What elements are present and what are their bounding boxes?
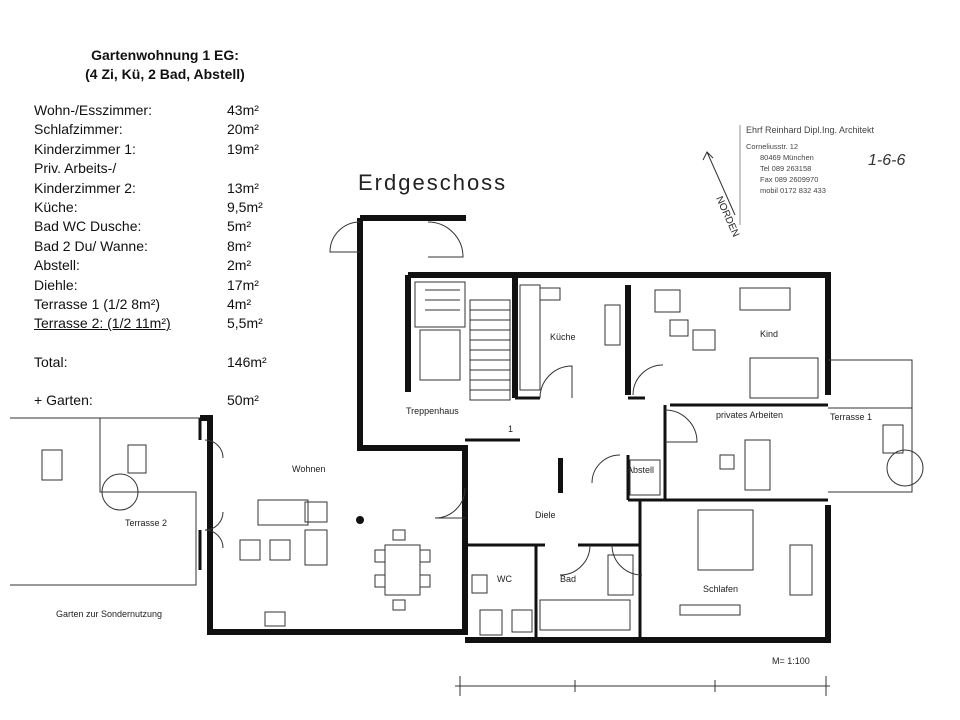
room-row: Terrasse 2: (1/2 11m²) 5,5m² [34, 314, 284, 333]
staircase [414, 281, 511, 401]
room-area: 43m² [227, 102, 259, 118]
label-garten: Garten zur Sondernutzung [56, 609, 162, 619]
room-area: 20m² [227, 121, 259, 138]
label-privates-arbeiten: privates Arbeiten [716, 410, 783, 420]
room-row: Bad 2 Du/ Wanne: 8m² [34, 237, 284, 256]
label-diele: Diele [535, 510, 556, 520]
garden-label: + Garten: [34, 392, 93, 409]
room-area: 4m² [227, 295, 252, 312]
room-name: Priv. Arbeits-/ [34, 160, 117, 177]
room-row: Schlafzimmer: 20m² [34, 120, 284, 139]
architect-stamp: Ehrf Reinhard Dipl.Ing. Architekt Cornel… [746, 125, 875, 195]
garden-value: 50m² [227, 392, 259, 409]
room-row: Priv. Arbeits-/ [34, 159, 284, 178]
label-schlafen: Schlafen [703, 584, 738, 594]
room-area: 2m² [227, 257, 252, 274]
room-name: Bad WC Dusche: [34, 218, 142, 235]
room-area-table: Wohn-/Esszimmer: 43m² Schlafzimmer: 20m² Kin… [34, 101, 284, 410]
furniture [41, 284, 924, 636]
room-area: 5m² [227, 218, 252, 235]
label-kueche: Küche [550, 332, 576, 342]
room-row: Wohn-/Esszimmer: 43m² [34, 101, 284, 120]
room-name: Bad 2 Du/ Wanne: [34, 237, 148, 254]
room-rows: Wohn-/Esszimmer: 43m² Schlafzimmer: 20m² Kin… [34, 101, 284, 334]
column-dot [356, 516, 364, 524]
architect-line-1: Corneliusstr. 12 [746, 142, 798, 151]
north-label: NORDEN [713, 195, 741, 239]
handwriting-date: 1-6-6 [868, 152, 905, 169]
room-row: Kinderzimmer 1: 19m² [34, 140, 284, 159]
dimension-line [455, 676, 830, 696]
plan-scale: M= 1:100 [772, 656, 810, 666]
label-bad: Bad [560, 574, 576, 584]
room-area: 17m² [227, 276, 259, 293]
label-treppenhaus: Treppenhaus [406, 406, 459, 416]
room-row: Kinderzimmer 2: 13m² [34, 179, 284, 198]
room-name: Terrasse 1 (1/2 8m²) [34, 295, 161, 312]
room-row: Küche: 9,5m² [34, 198, 284, 217]
architect-line-2: 80469 München [760, 153, 814, 162]
room-name: Diehle: [34, 276, 78, 293]
room-row: Abstell: 2m² [34, 256, 284, 275]
interior-walls [198, 396, 828, 640]
plan-title: Erdgeschoss [358, 170, 507, 195]
room-name: Wohn-/Esszimmer: [34, 102, 152, 118]
label-abstell: Abstell [627, 465, 654, 475]
heading-line-2: (4 Zi, Kü, 2 Bad, Abstell) [85, 66, 245, 82]
pillar [558, 458, 563, 493]
architect-line-3: Tel 089 263158 [760, 164, 811, 173]
room-name: Küche: [34, 198, 78, 215]
total-value: 146m² [227, 353, 267, 370]
room-name: Terrasse 2: (1/2 11m²) [34, 315, 171, 332]
architect-line-0: Ehrf Reinhard Dipl.Ing. Architekt [746, 125, 875, 135]
label-terrasse2: Terrasse 2 [125, 518, 167, 528]
label-wc: WC [497, 574, 512, 584]
north-arrow-icon [702, 151, 736, 216]
garden-row: + Garten: 50m² [34, 391, 284, 410]
label-wohnen: Wohnen [292, 464, 325, 474]
exterior-walls [200, 215, 831, 643]
architect-line-5: mobil 0172 832 433 [760, 186, 826, 195]
total-row: Total: 146m² [34, 353, 284, 372]
room-name: Kinderzimmer 2: [34, 179, 136, 196]
room-row: Bad WC Dusche: 5m² [34, 217, 284, 236]
room-area: 9,5m² [227, 198, 263, 215]
room-area: 13m² [227, 179, 259, 196]
room-row: Diehle: 17m² [34, 276, 284, 295]
label-kind: Kind [760, 329, 778, 339]
heading-line-1: Gartenwohnung 1 EG: [91, 47, 239, 63]
door-swings [204, 221, 698, 576]
architect-line-4: Fax 089 2609970 [760, 175, 818, 184]
room-name: Abstell: [34, 257, 80, 274]
apartment-heading: Gartenwohnung 1 EG: (4 Zi, Kü, 2 Bad, Ab… [40, 46, 290, 84]
terrace-outlines [10, 359, 913, 586]
room-area: 19m² [227, 140, 259, 157]
room-row: Terrasse 1 (1/2 8m²) 4m² [34, 295, 284, 314]
total-label: Total: [34, 353, 68, 370]
label-stair-number: 1 [508, 424, 513, 434]
room-name: Schlafzimmer: [34, 121, 123, 138]
label-terrasse1: Terrasse 1 [830, 412, 872, 422]
room-name: Kinderzimmer 1: [34, 140, 136, 157]
room-area: 8m² [227, 237, 252, 254]
room-area: 5,5m² [227, 315, 263, 332]
